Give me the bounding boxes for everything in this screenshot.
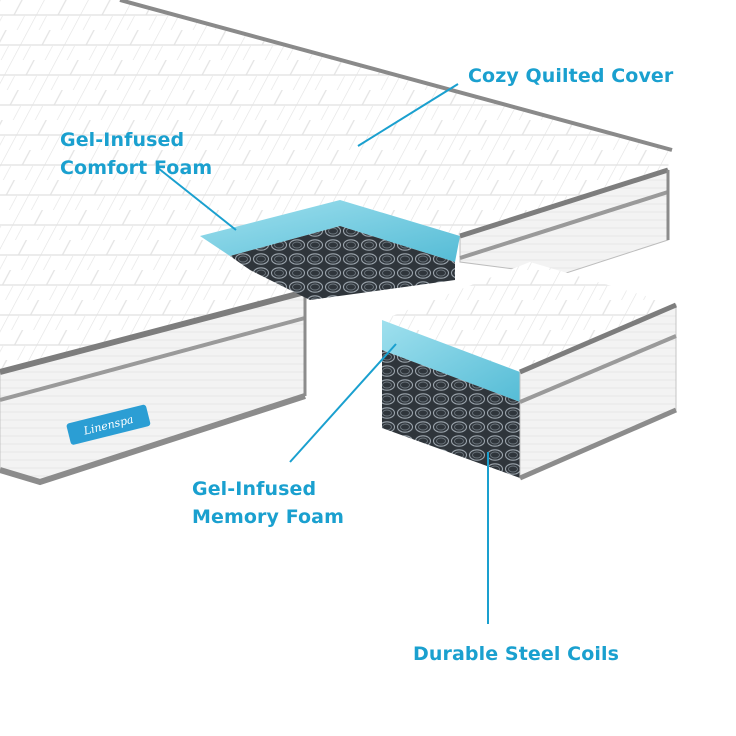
leader-lines [157, 83, 489, 624]
callout-comfort-foam: Gel-Infused Comfort Foam [60, 126, 212, 182]
callout-memory-line2: Memory Foam [192, 506, 344, 528]
notch-coils [230, 226, 455, 300]
mattress-left-top [0, 180, 305, 370]
callout-quilted-cover: Cozy Quilted Cover [468, 62, 673, 90]
callout-cover-line1: Cozy Quilted Cover [468, 65, 674, 87]
leader-line-memory [289, 343, 397, 463]
callout-comfort-line1: Gel-Infused [60, 129, 185, 151]
callout-coils-line1: Durable Steel Coils [413, 643, 620, 665]
callout-memory-line1: Gel-Infused [192, 478, 317, 500]
callout-memory-foam: Gel-Infused Memory Foam [192, 475, 344, 531]
mattress-body: Linenspa [0, 0, 673, 486]
leader-line-comfort [157, 167, 237, 231]
block-top-surface [382, 262, 676, 372]
block-memory-foam [382, 320, 520, 402]
callout-steel-coils: Durable Steel Coils [413, 640, 619, 668]
cutaway-block [382, 262, 677, 481]
block-coils [382, 350, 520, 478]
notch-cutaway [200, 200, 460, 300]
comfort-foam-layer [200, 200, 460, 262]
leader-line-cover [357, 83, 459, 147]
callout-comfort-line2: Comfort Foam [60, 157, 213, 179]
